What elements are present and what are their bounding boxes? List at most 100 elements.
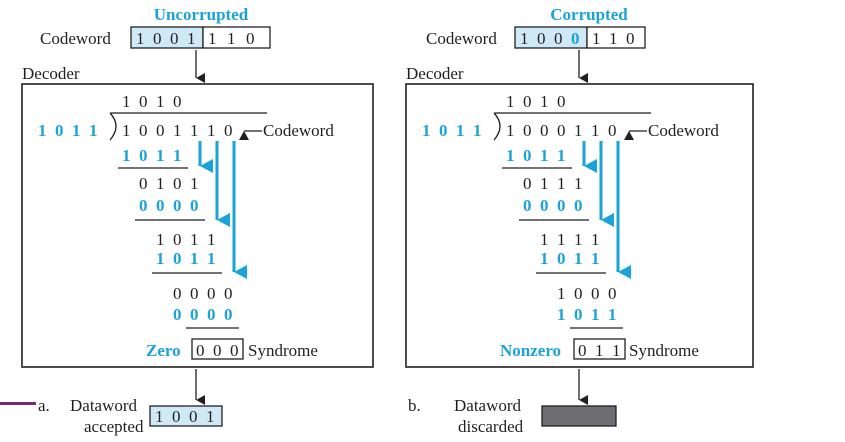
svg-text:0: 0: [139, 174, 148, 193]
svg-text:1: 1: [207, 230, 216, 249]
step4-subtrahend: 0 0 0 0: [173, 305, 233, 324]
svg-text:1: 1: [540, 249, 549, 268]
svg-text:0: 0: [172, 407, 181, 426]
svg-text:0: 0: [224, 121, 233, 140]
divisor: 1 0 1 1: [422, 121, 482, 140]
codeword-check-box: [586, 26, 646, 49]
step1-subtrahend: 1 0 1 1: [506, 146, 566, 165]
svg-text:1: 1: [122, 92, 131, 111]
svg-text:1: 1: [540, 92, 549, 111]
svg-text:1: 1: [574, 174, 583, 193]
svg-text:0: 0: [196, 341, 205, 360]
svg-text:0: 0: [540, 121, 549, 140]
svg-text:1: 1: [506, 121, 515, 140]
decoder-label: Decoder: [406, 64, 464, 83]
svg-text:0: 0: [224, 305, 233, 324]
part-label-a: a.: [38, 396, 50, 415]
svg-text:0: 0: [156, 121, 165, 140]
step4-subtrahend: 1 0 1 1: [557, 305, 617, 324]
svg-text:0: 0: [207, 284, 216, 303]
accepted-dataword-digits: 1 0 0 1: [155, 407, 215, 426]
svg-text:1: 1: [208, 29, 217, 48]
part-label-b: b.: [408, 396, 421, 415]
svg-text:1: 1: [506, 146, 515, 165]
svg-text:1: 1: [156, 146, 165, 165]
svg-text:0: 0: [574, 305, 583, 324]
remainder2: 1 0 1 1: [156, 230, 216, 249]
syndrome-label: Syndrome: [248, 341, 318, 360]
svg-text:0: 0: [173, 174, 182, 193]
quotient: 1 0 1 0: [122, 92, 182, 111]
svg-text:1: 1: [595, 341, 604, 360]
svg-text:0: 0: [230, 341, 239, 360]
svg-text:1: 1: [506, 92, 515, 111]
svg-text:0: 0: [190, 196, 199, 215]
svg-text:0: 0: [574, 196, 583, 215]
svg-text:1: 1: [38, 121, 47, 140]
svg-text:0: 0: [554, 29, 563, 48]
svg-text:0: 0: [557, 249, 566, 268]
svg-text:0: 0: [139, 196, 148, 215]
svg-text:1: 1: [89, 121, 98, 140]
svg-text:1: 1: [190, 230, 199, 249]
svg-text:1: 1: [574, 230, 583, 249]
dividend: 1 0 0 1 1 1 0: [122, 121, 233, 140]
svg-text:1: 1: [207, 249, 216, 268]
remainder3: 0 0 0 0: [173, 284, 233, 303]
remainder2: 1 1 1 1: [540, 230, 600, 249]
svg-text:0: 0: [173, 249, 182, 268]
dividend-codeword-label: Codeword: [648, 121, 719, 140]
svg-text:1: 1: [557, 284, 566, 303]
remainder3: 1 0 0 0: [557, 284, 617, 303]
svg-text:1: 1: [592, 29, 601, 48]
syndrome-box: [191, 338, 244, 360]
svg-text:1: 1: [190, 174, 199, 193]
svg-text:1: 1: [591, 249, 600, 268]
syndrome-status-nonzero: Nonzero: [500, 341, 561, 360]
svg-text:1: 1: [227, 29, 236, 48]
side-marker: [0, 402, 36, 405]
step3-subtrahend: 1 0 1 1: [540, 249, 600, 268]
svg-text:1: 1: [206, 407, 215, 426]
svg-text:0: 0: [626, 29, 635, 48]
accepted-dataword-box: [149, 405, 223, 427]
result-line1: Dataword: [454, 396, 522, 415]
result-line2-accepted: accepted: [84, 417, 144, 436]
svg-text:1: 1: [156, 92, 165, 111]
svg-text:0: 0: [246, 29, 255, 48]
svg-text:0: 0: [156, 196, 165, 215]
division-bracket: [109, 112, 267, 141]
svg-text:0: 0: [170, 29, 179, 48]
division-bracket: [493, 112, 651, 141]
svg-text:0: 0: [523, 92, 532, 111]
svg-text:1: 1: [557, 146, 566, 165]
svg-text:0: 0: [213, 341, 222, 360]
svg-text:0: 0: [173, 305, 182, 324]
codeword-digits: 1 0 0 1 1 1 0: [136, 29, 255, 48]
syndrome-box: [573, 338, 626, 360]
svg-text:1: 1: [609, 29, 618, 48]
svg-text:0: 0: [608, 121, 617, 140]
svg-text:0: 0: [523, 196, 532, 215]
svg-text:0: 0: [189, 407, 198, 426]
svg-text:1: 1: [122, 121, 131, 140]
uncorrupted-heading: Uncorrupted: [154, 5, 249, 24]
svg-text:1: 1: [557, 174, 566, 193]
svg-text:0: 0: [591, 284, 600, 303]
svg-text:1: 1: [540, 230, 549, 249]
step2-subtrahend: 0 0 0 0: [139, 196, 199, 215]
remainder1: 0 1 0 1: [139, 174, 199, 193]
syndrome-status-zero: Zero: [146, 341, 181, 360]
decoder-box: [405, 83, 754, 368]
svg-text:1: 1: [540, 146, 549, 165]
codeword-label: Codeword: [40, 29, 111, 48]
svg-text:1: 1: [190, 249, 199, 268]
svg-text:0: 0: [139, 146, 148, 165]
step3-subtrahend: 1 0 1 1: [156, 249, 216, 268]
corrupted-heading: Corrupted: [550, 5, 628, 24]
svg-text:1: 1: [540, 174, 549, 193]
svg-text:1: 1: [591, 230, 600, 249]
result-line1: Dataword: [70, 396, 138, 415]
